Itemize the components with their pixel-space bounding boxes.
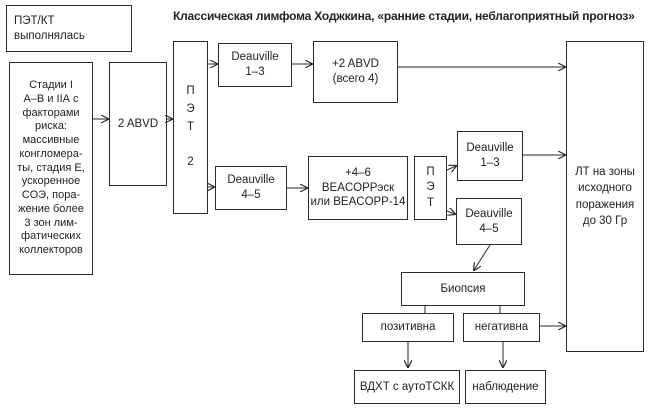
box-deauville-4-5-b-line: Deauville [465,207,513,220]
box-deauville-1-3-a: Deauville 1–3 [218,43,292,87]
box-deauville-4-5-a-line: 4–5 [241,189,261,201]
box-deauville-1-3-a-line: Deauville [231,51,279,64]
box-pet-2-line: П [186,84,195,97]
box-biopsy-label: Биопсия [440,282,486,295]
box-2-abvd: 2 ABVD [109,62,167,186]
box-lt-line: поражения [575,198,635,211]
box-stages-line: 3 зон лим- [24,216,78,229]
box-beacopp-line: или BEACOPP-14 [310,196,406,209]
box-plus-2-abvd-line: (всего 4) [332,73,379,85]
box-stages-line: коллекторов [19,244,83,257]
box-deauville-1-3-a-line: 1–3 [245,66,265,78]
box-stages-line: массивные [22,134,80,147]
box-stages-line: СОЭ, пора- [21,189,81,202]
box-stages-line: конгломера- [19,147,83,160]
box-positive: позитивна [362,313,454,342]
box-stages-line: жение более [18,202,84,215]
box-negative-label: негативна [474,321,529,334]
box-pet-3-line: Э [426,181,435,194]
box-deauville-4-5-a: Deauville 4–5 [215,166,287,210]
box-pet-3-line: П [426,165,435,178]
box-observation: наблюдение [465,370,546,404]
box-stages-line: фатических [21,230,81,243]
box-lt-line: исходного [578,182,632,195]
box-vdht: ВДХТ с аутоТСКК [354,370,460,404]
box-stages-line: Стадии I [29,79,73,92]
box-deauville-4-5-b-line: 4–5 [479,222,499,235]
box-vdht-label: ВДХТ с аутоТСКК [359,380,455,393]
box-2-abvd-label: 2 ABVD [117,117,159,130]
box-positive-label: позитивна [380,321,436,334]
box-stages-line: А–В и IIА с [23,92,79,105]
box-deauville-1-3-b-line: Deauville [466,142,514,155]
box-pet-done-line: ПЭТ/КТ [14,14,55,27]
box-lt-line: до 30 Гр [582,214,628,227]
box-beacopp-line: +4–6 BEACOPPэск [321,166,395,194]
diagram-title: Классическая лимфома Ходжкина, «ранние с… [173,9,635,23]
box-pet-3-line: Т [426,196,435,209]
box-deauville-1-3-b: Deauville 1–3 [457,131,523,181]
box-pet-done: ПЭТ/КТ выполнялась [6,5,132,52]
box-stages-line: факторами [22,106,80,119]
box-stages-line: риска: [35,120,67,133]
box-lt: ЛТ на зоны исходного поражения до 30 Гр [566,41,644,352]
box-stages-line: ускоренное [21,175,81,188]
box-plus-2-abvd: +2 ABVD (всего 4) [313,41,398,103]
arrow-deauville-4-5-to-biopsy [474,244,491,270]
box-deauville-4-5-a-line: Deauville [227,174,275,187]
arrow-pet3-to-deauville-4-5 [446,211,455,214]
box-pet-2-line: Т [186,120,195,133]
box-beacopp: +4–6 BEACOPPэск или BEACOPP-14 [308,156,408,220]
arrow-pet3-to-deauville-1-3 [446,166,456,170]
box-lt-line: ЛТ на зоны [575,166,635,179]
box-observation-label: наблюдение [472,380,539,393]
box-pet-2-line: 2 [187,156,194,169]
box-deauville-1-3-b-line: 1–3 [480,157,500,169]
box-pet-2-line: Э [186,102,195,115]
box-negative: негативна [463,313,540,342]
box-stages-line: ты, стадия Е, [17,161,85,174]
box-deauville-4-5-b: Deauville 4–5 [456,198,522,245]
box-biopsy: Биопсия [401,272,525,306]
box-pet-done-line: выполнялась [14,29,85,42]
box-plus-2-abvd-line: +2 ABVD [332,58,379,71]
